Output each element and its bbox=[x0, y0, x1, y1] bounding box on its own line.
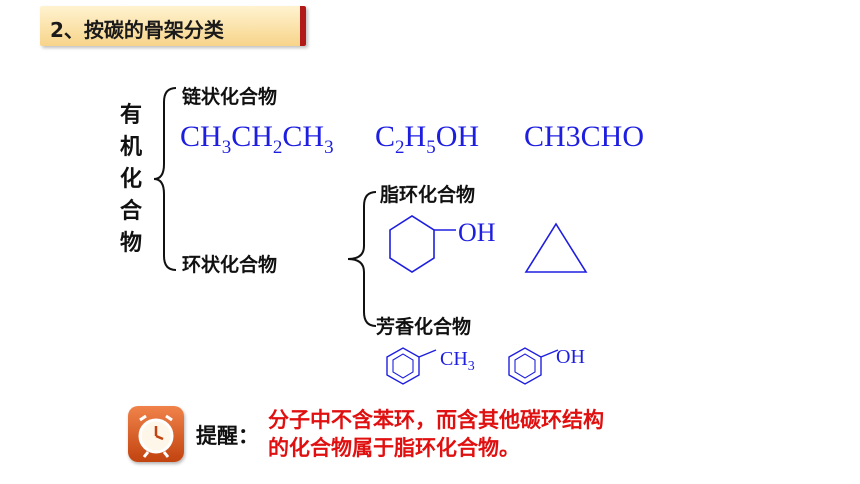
cyclohexane-ring-icon bbox=[389, 215, 456, 273]
formula-acetaldehyde: CH3CHO bbox=[524, 120, 645, 153]
phenol-ring-icon bbox=[508, 347, 559, 385]
benzene-ring-icon bbox=[386, 347, 437, 385]
cyclopropane-ring-icon bbox=[524, 222, 588, 273]
reminder-line-2: 的化合物属于脂环化合物。 bbox=[268, 436, 520, 460]
formula-ethanol: C2H5OH bbox=[375, 120, 480, 158]
phenol-oh: OH bbox=[556, 346, 585, 368]
ring-label: 环状化合物 bbox=[182, 254, 278, 276]
cyclohexanol-oh: OH bbox=[458, 218, 496, 247]
alarm-clock-icon bbox=[128, 406, 184, 462]
reminder-label: 提醒： bbox=[196, 424, 259, 448]
formula-propane: CH3CH2CH3 bbox=[180, 120, 334, 158]
alicyclic-label: 脂环化合物 bbox=[380, 184, 476, 206]
chain-label: 链状化合物 bbox=[182, 86, 278, 108]
main-brace bbox=[153, 87, 177, 271]
reminder-text: 分子中不含苯环，而含其他碳环结构 的化合物属于脂环化合物。 bbox=[268, 406, 604, 462]
page-title: 2、按碳的骨架分类 bbox=[50, 18, 224, 42]
toluene-ch3: CH3 bbox=[440, 348, 475, 374]
title-bar: 2、按碳的骨架分类 bbox=[40, 6, 306, 46]
root-label: 有机化合物 bbox=[119, 103, 142, 256]
ring-brace bbox=[347, 191, 377, 327]
reminder-line-1: 分子中不含苯环，而含其他碳环结构 bbox=[268, 408, 604, 432]
aromatic-label: 芳香化合物 bbox=[376, 316, 472, 338]
